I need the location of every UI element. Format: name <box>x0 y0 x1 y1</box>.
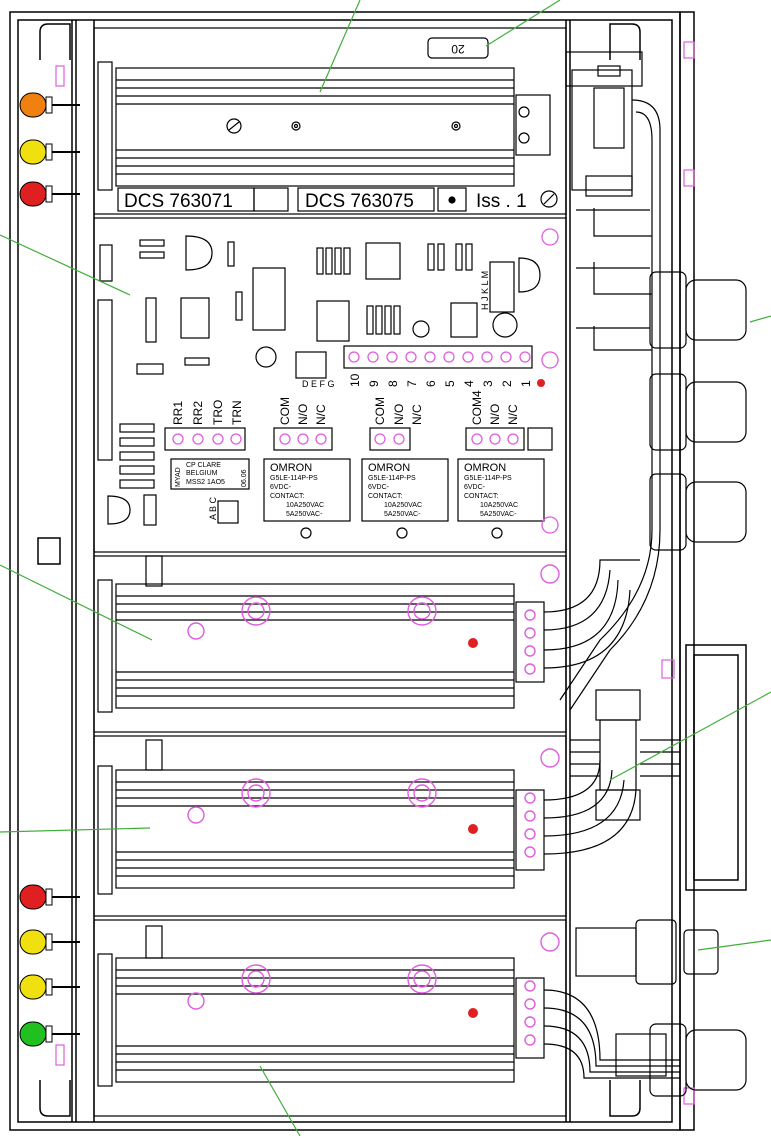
jumper-label-top: H J K L M <box>480 271 490 310</box>
led-yellow <box>19 929 80 955</box>
relay-coil: 6VDC- <box>270 484 292 491</box>
relay-rating-1: 10A250VAC <box>286 502 324 509</box>
led-orange <box>19 92 80 118</box>
led-red <box>19 181 80 207</box>
relay-coil: 6VDC- <box>368 484 390 491</box>
relay-rating-2: 5A250VAC- <box>384 511 421 518</box>
led-yellow <box>19 139 80 165</box>
relay-rating-1: 10A250VAC <box>480 502 518 509</box>
heatsink-module-1 <box>93 555 567 733</box>
relay-rating-2: 5A250VAC- <box>286 511 323 518</box>
relay-contact: CONTACT: <box>368 493 403 500</box>
omron-relay-2: OMRON G5LE-114P-PS 6VDC- CONTACT: 10A250… <box>368 462 422 518</box>
terminal-5: 5 <box>443 380 457 387</box>
relay-model: G5LE-114P-PS <box>464 475 512 482</box>
psu-label-strip <box>117 187 558 212</box>
omron-relay-1: OMRON G5LE-114P-PS 6VDC- CONTACT: 10A250… <box>270 462 324 518</box>
jumper-label-mid: D E F G <box>302 379 335 389</box>
relay-terminal-labels: COM N/O N/C COM N/O N/C COM4 N/O N/C <box>278 390 520 425</box>
led-green <box>19 1021 80 1047</box>
top-connector <box>565 51 661 530</box>
led-red <box>19 884 80 910</box>
relay-chip-code: 06.06 <box>241 469 248 487</box>
relay-chip-side: MYAD <box>175 467 182 487</box>
pcb-red-indicator <box>537 379 545 387</box>
terminal-3: 3 <box>481 380 495 387</box>
heatsink-module-3 <box>93 919 567 1117</box>
relay2-com: COM <box>373 397 387 425</box>
terminal-rr1: RR1 <box>171 401 185 425</box>
pcb-terminal-screws <box>172 228 559 534</box>
relay-brand: OMRON <box>368 462 410 474</box>
terminal-rr2: RR2 <box>191 401 205 425</box>
relay-contact: CONTACT: <box>270 493 305 500</box>
terminal-1: 1 <box>519 380 533 387</box>
relay-chip-part: MSS2 1AO5 <box>186 479 225 486</box>
heatsink-screws <box>187 564 560 1046</box>
relay3-nc: N/C <box>506 404 520 425</box>
relay-rating-2: 5A250VAC- <box>480 511 517 518</box>
part-number-a: DCS 763071 <box>124 191 233 212</box>
relay-coil: 6VDC- <box>464 484 486 491</box>
fuse-value: 20 <box>451 42 465 56</box>
part-number-b: DCS 763075 <box>305 191 414 212</box>
relay-chip-labels: MYAD CP CLARE BELGIUM MSS2 1AO5 06.06 <box>175 462 248 487</box>
terminal-numbers: 10 9 8 7 6 5 4 3 2 1 <box>348 373 533 387</box>
relay2-no: N/O <box>392 404 406 425</box>
relay3-com: COM4 <box>470 390 484 425</box>
left-terminal-labels: RR1 RR2 TRO TRN <box>171 400 244 425</box>
terminal-7: 7 <box>405 380 419 387</box>
terminal-4: 4 <box>462 380 476 387</box>
relay-contact: CONTACT: <box>464 493 499 500</box>
terminal-9: 9 <box>367 380 381 387</box>
relay2-nc: N/C <box>410 404 424 425</box>
relay1-com: COM <box>278 397 292 425</box>
terminal-tro: TRO <box>211 400 225 425</box>
jumper-label-low: A B C <box>208 496 218 520</box>
omron-relay-3: OMRON G5LE-114P-PS 6VDC- CONTACT: 10A250… <box>464 462 518 518</box>
frame-screws <box>55 41 695 1105</box>
relay-rating-1: 10A250VAC <box>384 502 422 509</box>
terminal-8: 8 <box>386 380 400 387</box>
relay-model: G5LE-114P-PS <box>270 475 318 482</box>
terminal-trn: TRN <box>230 400 244 425</box>
relay-chip-country: BELGIUM <box>186 470 218 477</box>
heatsink-red-dots <box>468 638 478 1018</box>
led-yellow <box>19 974 80 1000</box>
wiring-harness <box>543 529 680 1079</box>
relay-brand: OMRON <box>270 462 312 474</box>
relay-model: G5LE-114P-PS <box>368 475 416 482</box>
top-psu-module <box>93 27 567 215</box>
terminal-2: 2 <box>500 380 514 387</box>
terminal-6: 6 <box>424 380 438 387</box>
heatsink-module-2 <box>93 735 567 917</box>
relay1-nc: N/C <box>314 404 328 425</box>
cable-glands <box>575 208 747 1097</box>
relay1-no: N/O <box>296 404 310 425</box>
terminal-10: 10 <box>348 373 362 387</box>
relay-chip-maker: CP CLARE <box>186 462 221 469</box>
relay-brand: OMRON <box>464 462 506 474</box>
control-pcb <box>93 217 567 553</box>
led-column-bottom <box>19 884 80 1047</box>
issue-label: Iss . 1 <box>476 191 527 212</box>
led-column-top <box>19 92 80 207</box>
relay3-no: N/O <box>488 404 502 425</box>
